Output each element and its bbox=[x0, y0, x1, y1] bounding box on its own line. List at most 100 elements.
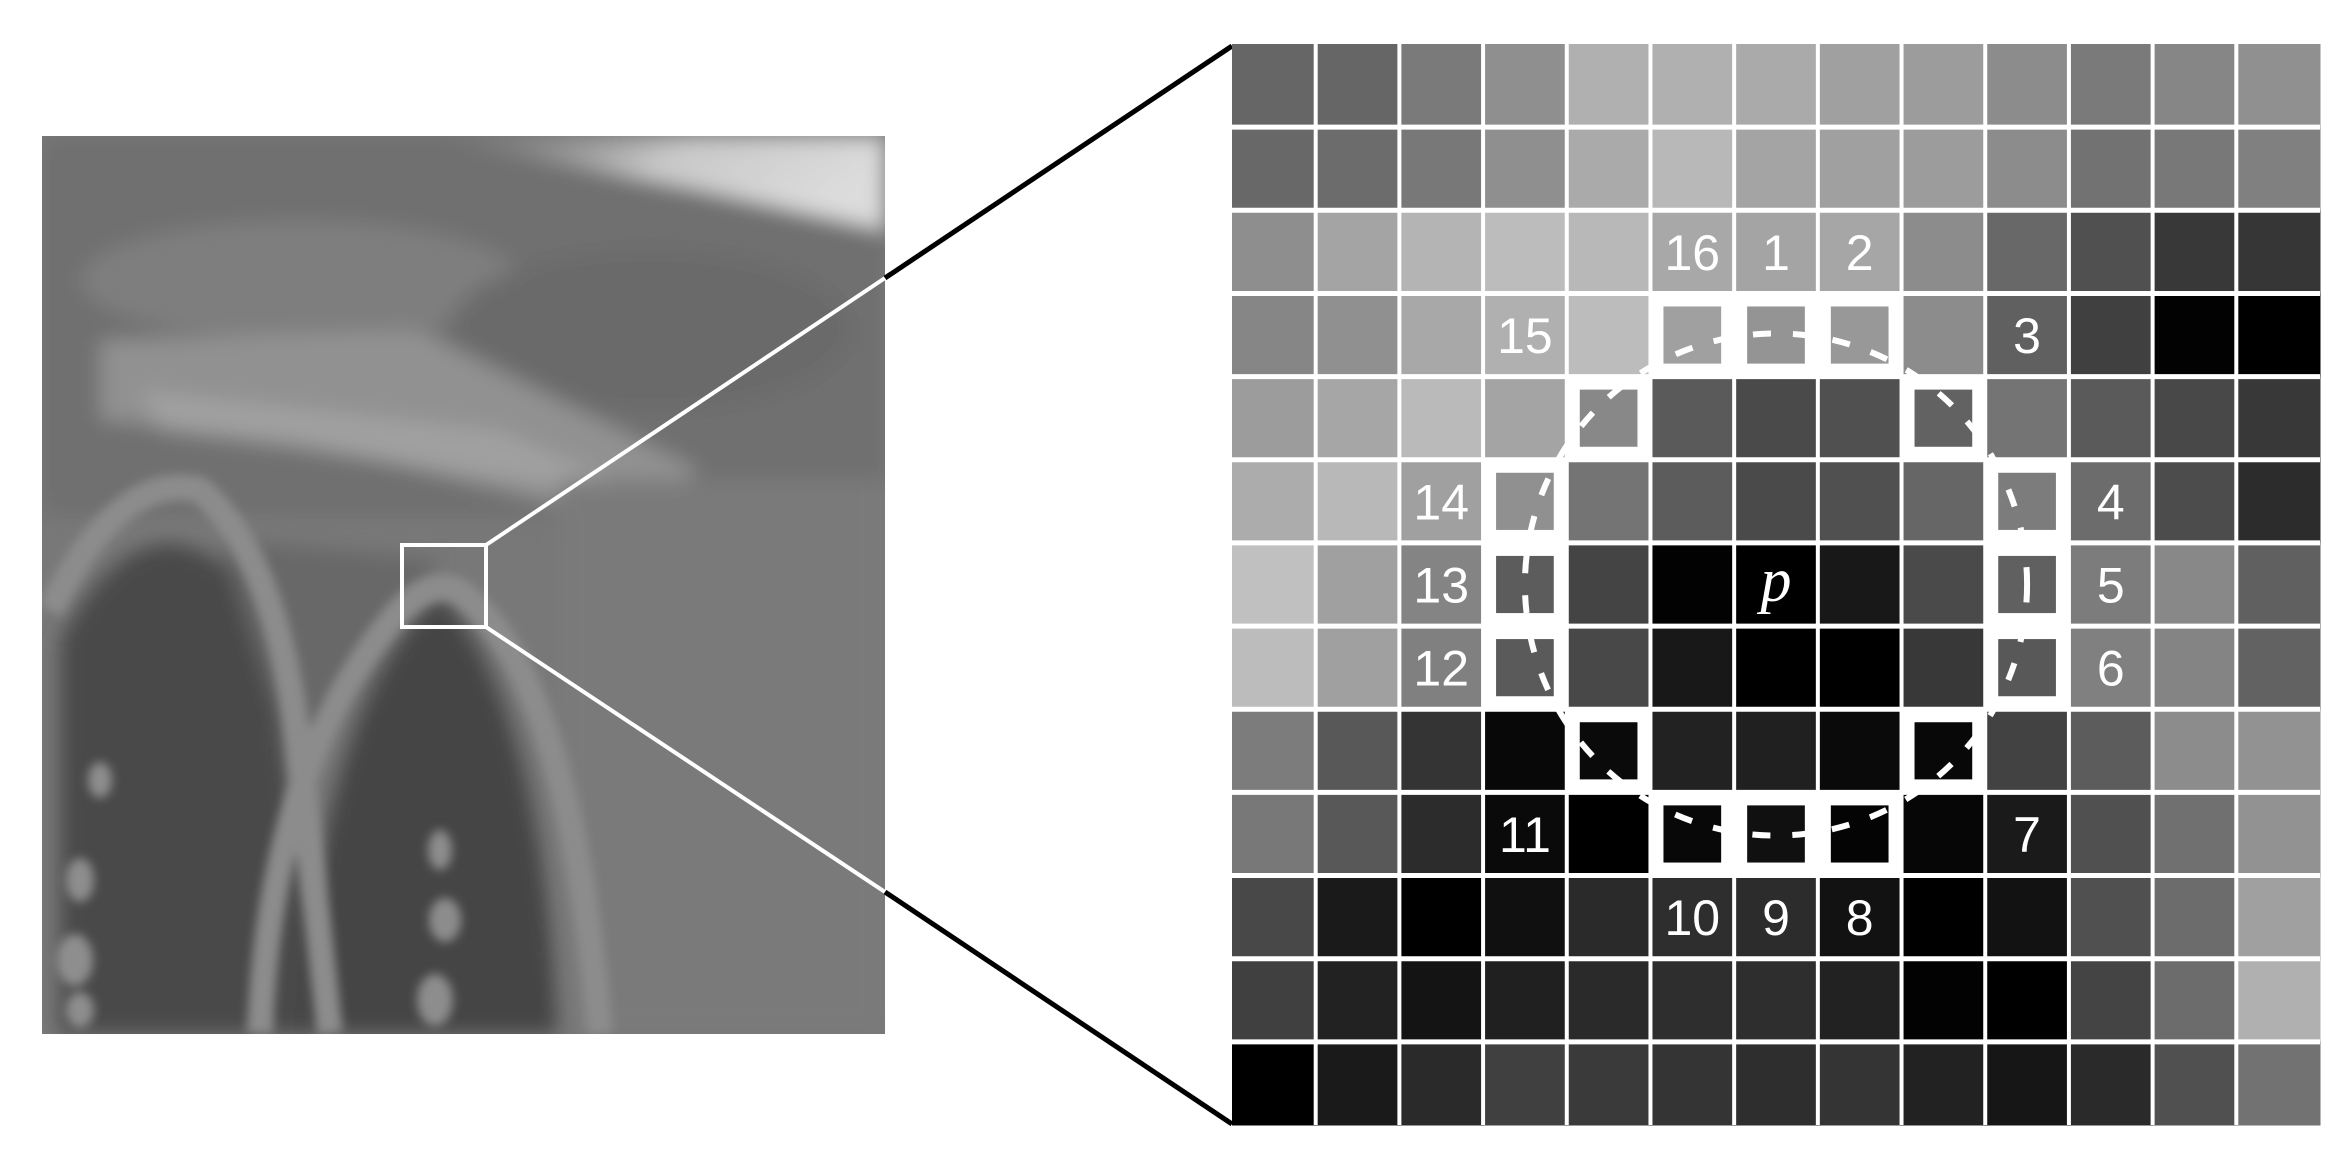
grid-cell bbox=[1315, 127, 1400, 211]
grid-cell bbox=[2068, 210, 2154, 294]
grid-cell bbox=[1817, 542, 1903, 627]
grid-cell bbox=[2236, 376, 2321, 461]
grid-cell bbox=[1650, 127, 1735, 211]
pixel-grid-lines bbox=[1232, 44, 2320, 1125]
grid-cell bbox=[1985, 459, 2070, 544]
grid-cell bbox=[2152, 792, 2237, 877]
grid-cell bbox=[2236, 958, 2321, 1043]
grid-cell bbox=[1483, 958, 1568, 1043]
grid-cell bbox=[1315, 1041, 1400, 1126]
grid-cell bbox=[1817, 127, 1903, 211]
grid-cell bbox=[1315, 875, 1400, 960]
grid-cell bbox=[1315, 542, 1400, 627]
grid-cell bbox=[2152, 958, 2237, 1043]
grid-cell bbox=[2068, 1041, 2154, 1126]
grid-cell bbox=[1399, 210, 1484, 294]
grid-cell bbox=[2236, 792, 2321, 877]
circle-pixel-12 bbox=[1482, 625, 1568, 711]
grid-cell bbox=[1985, 127, 2070, 211]
grid-cell bbox=[1483, 626, 1568, 710]
grid-cell bbox=[1650, 542, 1735, 627]
grid-cell bbox=[2152, 127, 2237, 211]
grid-cell bbox=[1399, 376, 1484, 461]
grid-cell bbox=[1566, 293, 1651, 378]
grid-cell bbox=[1315, 709, 1400, 793]
grid-cell bbox=[1483, 376, 1568, 461]
circle-pixel-label: 3 bbox=[2013, 308, 2041, 364]
grid-cell bbox=[1817, 1041, 1903, 1126]
grid-cell bbox=[1817, 958, 1903, 1043]
grid-cell bbox=[1566, 958, 1651, 1043]
zoom-region-box bbox=[400, 543, 488, 629]
grid-cell bbox=[1650, 1041, 1735, 1126]
grid-cell bbox=[1232, 459, 1317, 544]
circle-pixel-label: 4 bbox=[2097, 474, 2125, 530]
grid-cell bbox=[1734, 127, 1819, 211]
circle-pixel-label: 2 bbox=[1846, 225, 1874, 281]
grid-cell bbox=[2068, 127, 2154, 211]
grid-cell bbox=[2236, 626, 2321, 710]
grid-cell bbox=[1985, 293, 2070, 378]
center-pixel-label-p: p bbox=[1757, 547, 1792, 615]
grid-cell bbox=[1985, 709, 2070, 793]
grid-cell bbox=[1901, 958, 1986, 1043]
grid-cell bbox=[1566, 127, 1651, 211]
grid-cell bbox=[2152, 44, 2237, 128]
grid-cell bbox=[2152, 376, 2237, 461]
dashed-circle bbox=[1521, 330, 2031, 839]
grid-cell bbox=[1817, 44, 1903, 128]
grid-cell bbox=[1315, 792, 1400, 877]
grid-cell bbox=[1650, 210, 1735, 294]
grid-cell bbox=[1734, 626, 1819, 710]
grid-cell bbox=[1315, 459, 1400, 544]
grid-cell bbox=[1232, 542, 1317, 627]
grid-cell bbox=[2068, 542, 2154, 627]
grid-cell bbox=[1650, 626, 1735, 710]
grid-cell bbox=[1650, 709, 1735, 793]
grid-cell bbox=[1734, 958, 1819, 1043]
grid-cell bbox=[1650, 792, 1735, 877]
grid-cell bbox=[1734, 875, 1819, 960]
grid-cell bbox=[1566, 542, 1651, 627]
grid-cell bbox=[1566, 376, 1651, 461]
grid-cell bbox=[2068, 293, 2154, 378]
grid-cell bbox=[1734, 459, 1819, 544]
grid-cell bbox=[1901, 376, 1986, 461]
source-photo bbox=[42, 136, 885, 1034]
grid-cell bbox=[1734, 709, 1819, 793]
grid-cell bbox=[2068, 459, 2154, 544]
grid-cell bbox=[1399, 44, 1484, 128]
circle-pixel-label: 16 bbox=[1664, 225, 1720, 281]
grid-cell bbox=[1399, 875, 1484, 960]
grid-cell bbox=[1985, 44, 2070, 128]
grid-cell bbox=[1566, 1041, 1651, 1126]
grid-cell bbox=[2152, 542, 2237, 627]
grid-cell bbox=[1483, 459, 1568, 544]
grid-cell bbox=[1566, 44, 1651, 128]
grid-cell bbox=[1817, 376, 1903, 461]
circle-pixel-3 bbox=[1900, 375, 1987, 461]
grid-cell bbox=[2068, 376, 2154, 461]
grid-cell bbox=[1232, 293, 1317, 378]
grid-cell bbox=[1901, 1041, 1986, 1126]
circle-pixel-2 bbox=[1816, 292, 1903, 378]
circle-pixel-8 bbox=[1816, 791, 1903, 877]
grid-cell bbox=[1650, 459, 1735, 544]
grid-cell bbox=[1232, 958, 1317, 1043]
grid-cell bbox=[2152, 875, 2237, 960]
grid-cell bbox=[2152, 1041, 2237, 1126]
grid-cell bbox=[1399, 958, 1484, 1043]
grid-cell bbox=[1901, 459, 1986, 544]
circle-pixel-label: 9 bbox=[1762, 890, 1790, 946]
grid-cell bbox=[2068, 626, 2154, 710]
circle-pixel-15 bbox=[1565, 375, 1652, 461]
grid-cell bbox=[1232, 127, 1317, 211]
circle-pixel-label: 10 bbox=[1664, 890, 1720, 946]
grid-cell bbox=[1399, 792, 1484, 877]
circle-pixel-13 bbox=[1482, 541, 1568, 628]
grid-cell bbox=[1817, 459, 1903, 544]
grid-cell bbox=[1232, 1041, 1317, 1126]
grid-cell bbox=[2236, 293, 2321, 378]
grid-cell bbox=[1566, 210, 1651, 294]
